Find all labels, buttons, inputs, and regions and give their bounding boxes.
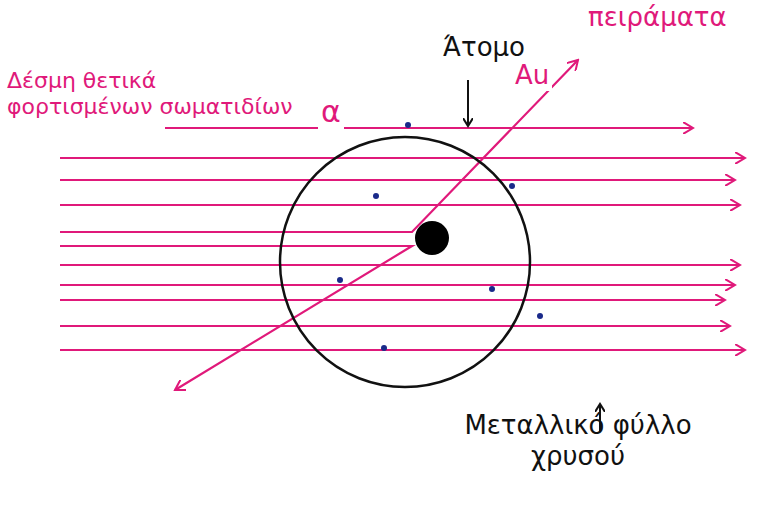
- electrons: [337, 122, 543, 351]
- nucleus: [415, 221, 449, 255]
- result-label: πειράματα: [585, 2, 730, 33]
- foil-label: Μεταλλικό φύλλο χρυσού: [440, 410, 716, 472]
- element-symbol: Au: [512, 60, 552, 91]
- gold-atom: [280, 137, 530, 387]
- beam-label: Δέσμη θετικά φορτισμένων σωματιδίων: [4, 68, 310, 121]
- atom-label: Άτομο: [440, 32, 528, 63]
- atom-pointer: [467, 80, 469, 126]
- alpha-symbol: α: [318, 94, 344, 130]
